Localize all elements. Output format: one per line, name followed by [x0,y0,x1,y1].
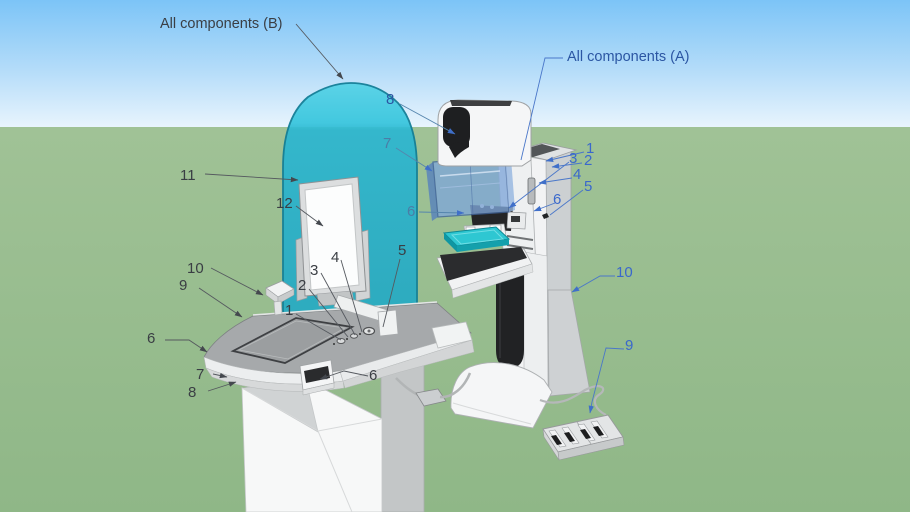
label-a-8: 8 [386,91,395,108]
compression-paddle [442,226,511,252]
label-a-10: 10 [616,264,633,281]
desk-inset-inner [237,320,347,360]
label-a-1: 1 [586,140,595,157]
gantry-base [450,362,553,429]
label-a-7: 7 [383,135,392,152]
label-b-5: 5 [398,242,407,259]
column-side-knob [542,213,549,219]
label-b-11: 11 [180,167,196,184]
label-b-3: 3 [310,262,319,279]
label-a-5: 5 [584,178,593,195]
leader-lines [165,23,625,414]
label-b-2: 2 [298,277,307,294]
cable-to-pedals [539,385,607,416]
monitor-screen [304,183,360,291]
label-b-8: 8 [188,384,197,401]
label-b-10: 10 [187,260,204,277]
label-b-7: 7 [196,366,205,383]
cable-connector [415,388,447,407]
desk-fascia-right [342,339,475,389]
label-a-2: 2 [584,152,593,169]
monitor-arm-post [377,309,399,337]
label-b-9: 9 [179,277,188,294]
label-a-3: 3 [569,150,578,167]
cabinet-facets [241,387,383,512]
label-a-4: 4 [573,166,582,183]
desk-end-cap [431,321,473,349]
label-b-6-drawer: 6 [369,367,378,384]
label-b-12: 12 [276,195,293,212]
column-flare [547,289,591,397]
xray-tube-head [437,99,532,167]
gantry [395,99,607,429]
label-a-6-column: 6 [553,191,562,208]
bucky-platform [436,247,534,299]
pedal-slots [548,420,609,448]
label-group-a-title: All components (A) [567,49,690,65]
cable-to-base [439,372,472,399]
monitor [298,176,367,307]
foot-pedals[interactable] [542,414,625,461]
label-a-6-shield: 6 [407,203,416,220]
card-reader-device[interactable] [265,280,295,316]
label-group-b-title: All components (B) [160,16,283,32]
label-b-4: 4 [331,249,340,266]
label-b-1: 1 [285,302,294,319]
label-a-9: 9 [625,337,634,354]
label-b-6-desk: 6 [147,330,156,347]
